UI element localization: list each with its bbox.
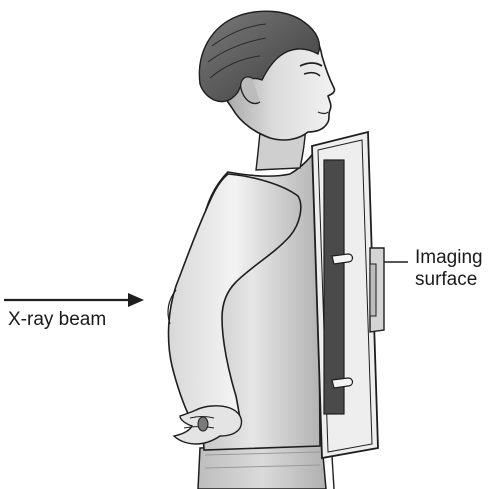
xray-beam-arrow [4,293,144,307]
xray-beam-label: X-ray beam [8,309,106,331]
imaging-surface-label-line2: surface [415,269,492,291]
head [199,11,334,140]
detector-screen [324,160,344,414]
detector-cassette [312,132,384,489]
imaging-surface-label-line1: Imaging [415,247,492,269]
trousers [198,444,326,489]
imaging-surface-label: Imaging surface [415,247,492,291]
